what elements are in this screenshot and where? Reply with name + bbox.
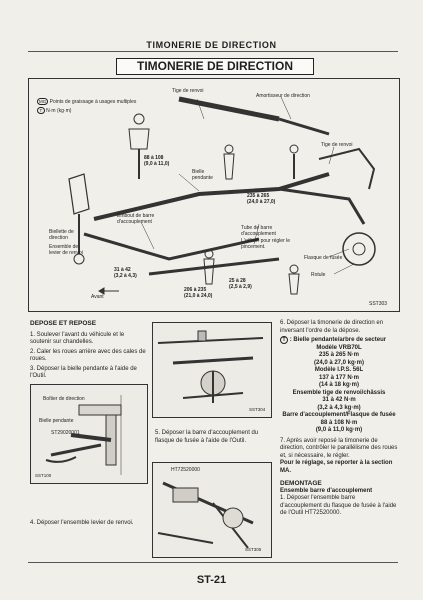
- mg-badge: MG: [37, 98, 49, 105]
- label-bielle-pendante: Bielle pendante: [192, 169, 213, 181]
- header-rule: [28, 51, 398, 52]
- page-title: TIMONERIE DE DIRECTION: [116, 58, 314, 75]
- torque-235-265-kgm: (24,0 à 27,0): [247, 199, 276, 205]
- label-boitier: Boîtier de direction: [43, 396, 85, 402]
- figure-pitman-removal: Boîtier de direction Bielle pendante ST2…: [30, 384, 148, 484]
- assembly-kgm: (3,2 à 4,3 kg·m): [317, 404, 361, 411]
- page-number: ST-21: [196, 574, 227, 586]
- torque-spec-intro: T : Bielle pendante/arbre de secteur: [280, 336, 398, 345]
- label-biellette: Biellette de direction: [49, 229, 74, 241]
- model2: Modèle I.P.S. 56L: [314, 367, 364, 373]
- running-title: TIMONERIE DE DIRECTION: [146, 40, 277, 50]
- model2-nm: 137 à 177 N·m: [318, 374, 360, 381]
- sst-304: SST304: [249, 407, 266, 412]
- label-tige-renvoi-right: Tige de renvoi: [321, 142, 353, 148]
- step-1: 1. Soulever l'avant du véhicule et le so…: [30, 331, 125, 346]
- label-bielle: Bielle pendante: [39, 418, 74, 424]
- torque-31-42: 31 à 42: [114, 267, 131, 273]
- model1-nm: 235 à 265 N·m: [318, 352, 360, 358]
- step-5: 5. Déposer la barre d'accouplement du fl…: [155, 430, 259, 444]
- torque-25-28-kgm: (2,5 à 2,9): [229, 284, 252, 290]
- linkage-photo-drawing: [157, 330, 264, 403]
- label-ht-tool: HT72520000: [171, 467, 200, 473]
- left-column: DEPOSE ET REPOSE 1. Soulever l'avant du …: [30, 320, 146, 381]
- step-4: 4. Déposer l'ensemble levier de renvoi.: [30, 520, 134, 526]
- tie-kgm: (9,0 à 11,0 kg·m): [315, 427, 363, 433]
- tie: Barre d'accouplement/Flasque de fusée: [282, 412, 396, 418]
- demontage-heading: DEMONTAGE: [280, 480, 322, 487]
- torque-25-28: 25 à 28: [229, 278, 246, 284]
- assembly: Ensemble tige de renvoi/châssis: [292, 389, 386, 396]
- knuckle: [342, 232, 376, 266]
- pitman-tool-drawing: [45, 395, 122, 475]
- step-d1: 1. Déposer l'ensemble barre d'accoupleme…: [280, 495, 397, 516]
- torque-206-235: 206 à 235: [184, 287, 207, 293]
- step-6: 6. Déposer la timonerie de direction en …: [280, 320, 384, 334]
- label-flasque-fusee: Flasque de fusée: [304, 255, 343, 261]
- section-heading: DEPOSE ET REPOSE: [30, 320, 97, 327]
- sst-100: SST100: [35, 473, 52, 478]
- label-tige-renvoi-top: Tige de renvoi: [172, 88, 204, 94]
- figure-tierod-removal: HT72520000 SST305: [152, 462, 272, 558]
- figure-linkage-photo: SST304: [152, 322, 272, 418]
- step-3: 3. Déposer la bielle pendante à l'aide d…: [30, 365, 137, 380]
- torque-31-42-kgm: (3,2 à 4,3): [114, 273, 137, 279]
- ensemble-barre-heading: Ensemble barre d'accouplement: [280, 487, 373, 494]
- torque-235-265: 235 à 265: [247, 193, 270, 199]
- footer-rule: [28, 562, 398, 563]
- relay-rod: [93, 172, 330, 221]
- torque-88-108-kgm: (9,0 à 11,0): [144, 161, 170, 167]
- assembly-nm: 31 à 42 N·m: [322, 397, 356, 403]
- t-badge: T: [37, 107, 45, 114]
- tierod-tool-drawing: [157, 481, 254, 549]
- label-embout: Embout de barre d'accouplement: [117, 213, 155, 225]
- tie-nm: 88 à 108 N·m: [320, 419, 358, 426]
- sst-305: SST305: [245, 547, 262, 552]
- label-tube-barre: Tube de barre d'accouplement: [241, 225, 276, 237]
- label-tool: ST29020001: [51, 430, 80, 436]
- sst-code: SST303: [369, 301, 388, 307]
- torque-88-108: 88 à 108: [144, 155, 164, 161]
- steering-linkage-diagram: MG Points de graissage à usages multiple…: [28, 78, 400, 312]
- right-column: 6. Déposer la timonerie de direction en …: [280, 320, 398, 518]
- label-rotule: Rotule: [311, 272, 326, 278]
- model1: Modèle VRB70L: [316, 344, 362, 351]
- label-avant: Avant: [91, 294, 104, 300]
- label-tube-note: L'utiliser pour régler le pincement.: [241, 238, 291, 250]
- adjust-note: Pour le réglage, se reporter à la sectio…: [280, 460, 393, 474]
- linkage-drawing: [68, 96, 376, 295]
- model1-kgm: (24,0 à 27,0 kg·m): [313, 359, 365, 366]
- label-ensemble-levier: Ensemble de levier de renvoi: [49, 244, 83, 256]
- legend-grease: MG Points de graissage à usages multiple…: [37, 98, 137, 105]
- label-amortisseur: Amortisseur de direction: [256, 93, 310, 99]
- damper-body: [178, 96, 280, 122]
- tie-rod: [83, 232, 260, 261]
- step-7: 7. Après avoir reposé la timonerie de di…: [280, 437, 398, 459]
- step-2: 2. Caler les roues arrière avec des cale…: [30, 348, 146, 363]
- t-badge: T: [280, 336, 289, 344]
- legend-torque: T N·m (kg·m): [37, 107, 71, 114]
- model2-kgm: (14 à 18 kg·m): [318, 382, 360, 388]
- torque-206-235-kgm: (21,0 à 24,0): [184, 293, 213, 299]
